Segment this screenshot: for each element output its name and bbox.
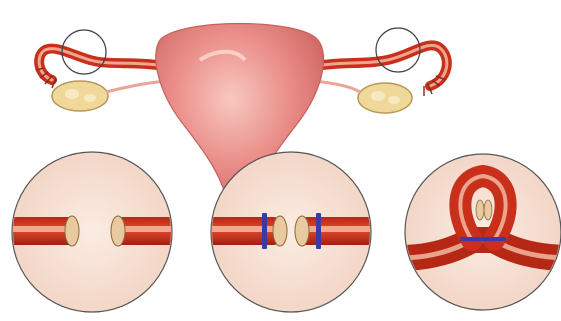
left-ovary xyxy=(52,81,108,111)
panel-loop xyxy=(400,154,561,310)
band-left xyxy=(262,213,267,249)
band-right xyxy=(316,213,321,249)
ligation-band xyxy=(460,237,506,241)
right-ovary xyxy=(358,83,412,113)
panel-cut xyxy=(0,152,196,312)
